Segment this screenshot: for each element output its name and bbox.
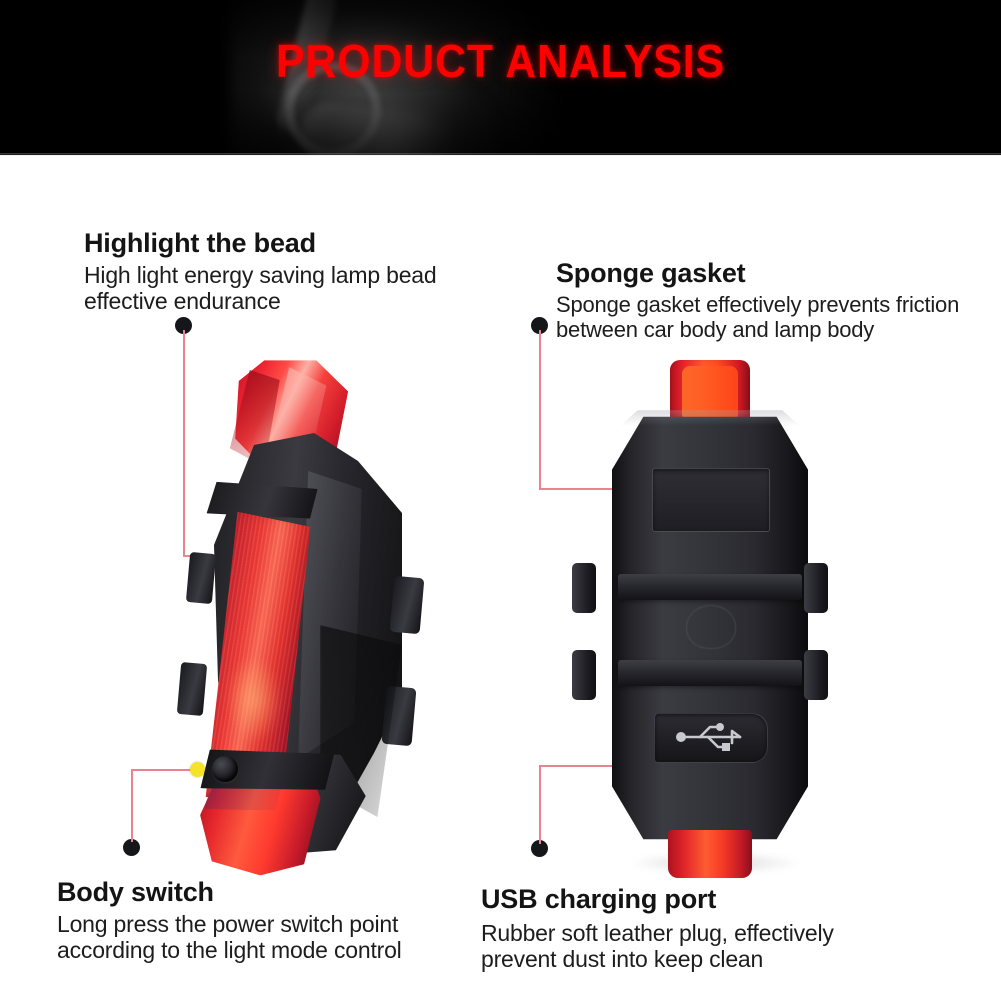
leader-line-vertical-usb-charging-port bbox=[539, 766, 541, 844]
side-red-light-strip-glow bbox=[226, 655, 282, 745]
leader-line-vertical-sponge-gasket bbox=[539, 330, 541, 489]
mount-tab-left-lower bbox=[176, 661, 208, 717]
mount-rail-lower bbox=[618, 660, 802, 686]
usb-trident-icon bbox=[668, 720, 754, 754]
leader-line-vertical-highlight-bead bbox=[183, 330, 185, 556]
mount-clip-left-upper bbox=[572, 563, 596, 613]
callout-title-highlight-bead: Highlight the bead bbox=[84, 228, 316, 258]
callout-description-highlight-bead: High light energy saving lamp bead effec… bbox=[84, 262, 437, 315]
banner-bottom-edge bbox=[0, 153, 1001, 156]
mount-clip-right-upper bbox=[804, 563, 828, 613]
callout-target-dot-body-switch bbox=[190, 762, 205, 777]
product-image-tail-light-back bbox=[560, 360, 840, 880]
leader-line-horizontal-usb-charging-port bbox=[539, 765, 657, 767]
leader-line-horizontal-body-switch bbox=[131, 769, 199, 771]
mount-clip-right-lower bbox=[804, 650, 828, 700]
callout-description-usb-charging-port: Rubber soft leather plug, effectively pr… bbox=[481, 920, 834, 973]
body-emboss-mark bbox=[686, 605, 736, 649]
mount-rail-upper bbox=[618, 574, 802, 600]
sponge-gasket-panel bbox=[652, 468, 770, 532]
header-banner: PRODUCT ANALYSIS bbox=[0, 0, 1001, 155]
lamp-body-top-bevel bbox=[620, 410, 800, 426]
mount-tab-right-upper bbox=[389, 575, 425, 635]
mount-tab-left-upper bbox=[185, 551, 217, 605]
callout-anchor-dot-body-switch bbox=[123, 839, 140, 856]
bottom-red-lens-cap-back-view bbox=[668, 830, 752, 878]
callout-title-body-switch: Body switch bbox=[57, 877, 214, 907]
banner-vignette bbox=[0, 0, 1001, 155]
mount-clip-left-lower bbox=[572, 650, 596, 700]
callout-anchor-dot-sponge-gasket bbox=[531, 317, 548, 334]
callout-anchor-dot-usb-charging-port bbox=[531, 840, 548, 857]
top-red-lens-inner-back-view bbox=[682, 366, 738, 418]
page-title: PRODUCT ANALYSIS bbox=[275, 35, 726, 87]
callout-description-sponge-gasket: Sponge gasket effectively prevents frict… bbox=[556, 292, 960, 343]
callout-anchor-dot-highlight-bead bbox=[175, 317, 192, 334]
leader-line-vertical-body-switch bbox=[131, 770, 133, 842]
product-image-tail-light-angled bbox=[170, 355, 440, 875]
callout-title-sponge-gasket: Sponge gasket bbox=[556, 258, 746, 288]
callout-title-usb-charging-port: USB charging port bbox=[481, 884, 717, 914]
callout-description-body-switch: Long press the power switch point accord… bbox=[57, 911, 402, 964]
power-button[interactable] bbox=[212, 756, 238, 782]
